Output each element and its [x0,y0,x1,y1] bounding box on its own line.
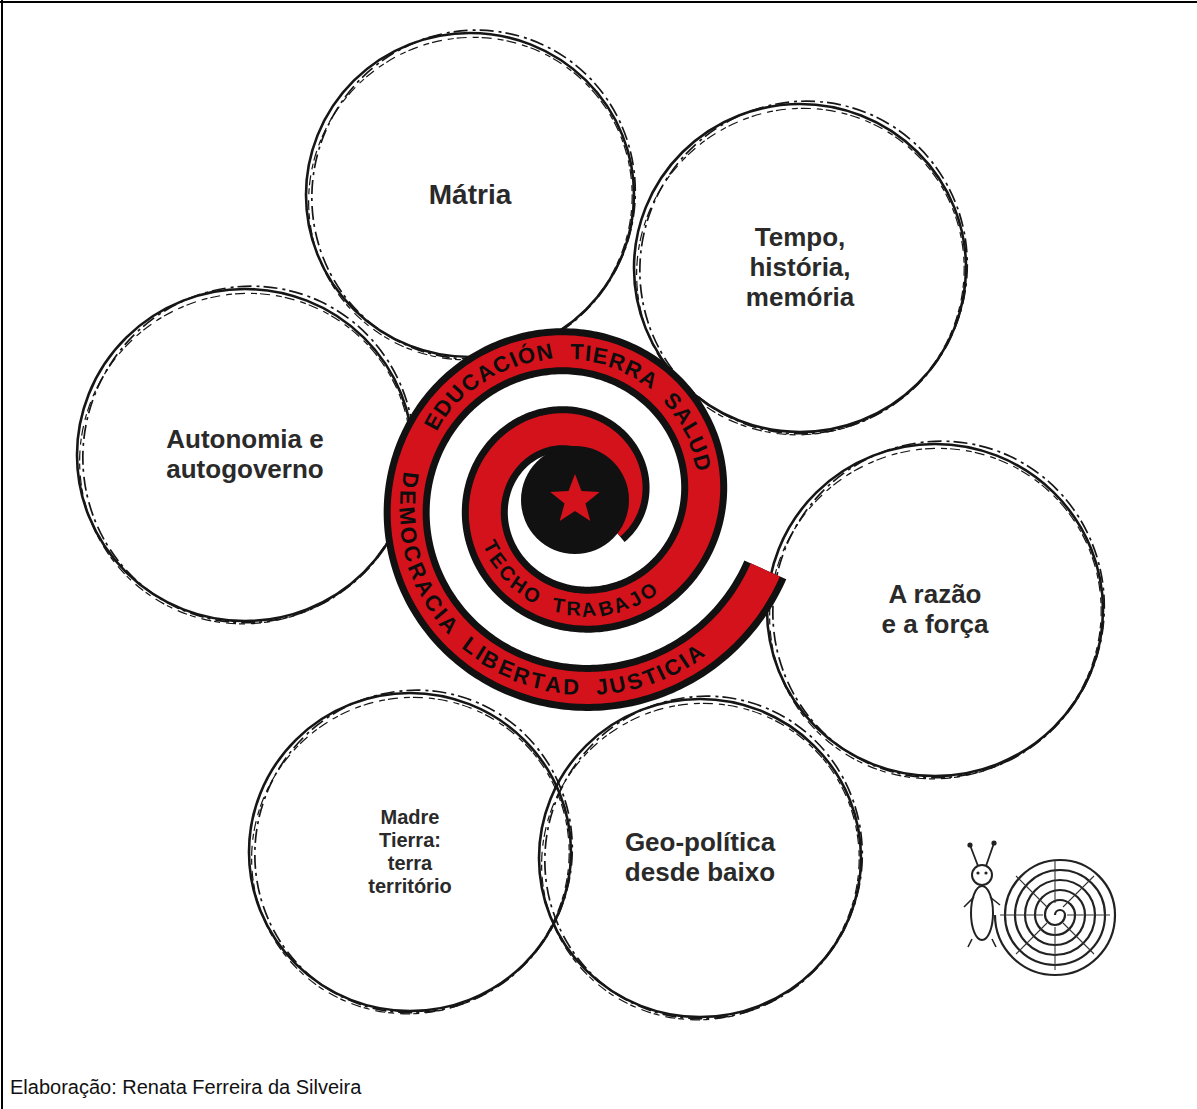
spiral-core [407,351,766,688]
petal-label: A razão e a força [878,580,992,640]
snail-head [972,865,992,885]
center-disc [521,446,629,554]
shell-segment [1016,876,1047,907]
snail-eye [984,871,987,874]
spiral-word: TRABAJO [550,598,661,618]
antenna-tip [967,842,972,847]
spiral-letter: T [550,595,567,617]
petal-circle: A razão e a força [763,438,1107,782]
spiral-letter: E [396,489,418,506]
spiral-letter: M [395,505,419,527]
petal-label: Mátria [395,179,545,211]
frame-line [1,0,3,1109]
demands-spiral: EDUCACIÓNTIERRASALUDTECHOTRABAJODEMOCRAC… [335,260,815,740]
spiral-letter: A [543,673,563,697]
shell-segment [1054,860,1055,903]
ink-ring [585,47,1022,487]
snail-foot [964,897,1000,947]
spiral-word: JUSTICIA [603,662,719,684]
spiral-word: TIERRA [570,351,664,373]
petal-circle: Mátria [302,27,638,363]
ink-ring [570,41,1031,501]
caption: Elaboração: Renata Ferreira da Silveira [10,1076,361,1099]
shell-segments [1000,860,1110,970]
shell-segment [1000,914,1043,915]
petal-label: Geo-política desde baixo [615,828,785,888]
spiral-word: SALUD [648,419,734,441]
spiral-word: DEMOCRACIA [331,560,503,582]
shell-segment [1016,923,1047,954]
petal-label: Tempo, história, memória [734,223,866,313]
spiral-letter: R [565,599,582,619]
spiral-letter: A [580,599,599,621]
ink-ring [702,381,1169,847]
shell-segment [1054,927,1055,970]
snail-antennae [970,843,994,866]
snail-shell [995,860,1115,975]
petal-circle: Autonomia e autogoverno [73,283,417,627]
spiral-edge [407,351,766,688]
petal-circle: Geo-política desde baixo [535,693,865,1023]
petal-label: Madre Tierra: terra território [364,806,456,898]
spiral-letter: D [562,676,580,698]
petal-label: Autonomia e autogoverno [155,425,335,485]
shell-segment [1063,876,1094,907]
spiral-letter: D [398,470,422,490]
ink-ring [539,699,861,1017]
frame-line [0,1,1197,3]
petal-circle: Madre Tierra: terra território [245,687,575,1017]
snail-eye [976,871,979,874]
spiral-letter: T [569,341,585,363]
spiral-word: LIBERTAD [458,665,585,687]
shell-segment [1067,914,1110,915]
snail-illustration [960,815,1140,1000]
spiral-word: EDUCACIÓN [410,362,561,384]
shell-segment [1063,923,1094,954]
red-star [550,474,599,521]
ink-ring [249,693,571,1011]
antenna-tip [991,840,996,845]
snail-body [971,886,993,940]
ink-ring [718,387,1160,833]
spiral-word: TECHO [467,563,547,583]
